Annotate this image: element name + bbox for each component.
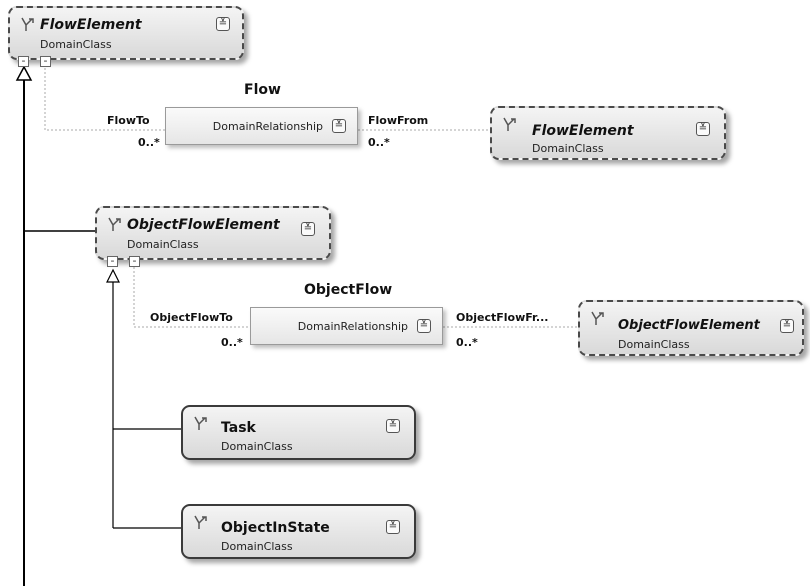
flow-relationship[interactable]: DomainRelationship ≚ — [165, 107, 358, 145]
object-flow-element-target-class[interactable]: ObjectFlowElement DomainClass ≚ — [578, 300, 804, 356]
domain-class-icon — [194, 515, 207, 529]
object-flow-relationship[interactable]: DomainRelationship ≚ — [250, 307, 443, 345]
domain-class-icon — [21, 17, 34, 31]
domain-class-icon — [194, 416, 207, 430]
target-role-label: ObjectFlowFr... — [456, 311, 549, 324]
target-role-label: FlowFrom — [368, 114, 429, 127]
source-role-label: FlowTo — [107, 114, 150, 127]
target-multiplicity: 0..* — [368, 136, 390, 149]
class-kind: DomainClass — [40, 38, 112, 51]
collapse-minus-icon[interactable]: - — [107, 255, 118, 267]
relationship-kind: DomainRelationship — [212, 120, 323, 133]
domain-class-icon — [503, 117, 516, 131]
domain-class-icon — [591, 311, 604, 325]
collapse-minus-icon[interactable]: - — [129, 255, 140, 267]
class-kind: DomainClass — [221, 440, 293, 453]
chevron-expand-icon[interactable]: ≚ — [386, 520, 400, 534]
target-multiplicity: 0..* — [456, 336, 478, 349]
object-flow-element-class[interactable]: ObjectFlowElement DomainClass ≚ — [95, 206, 331, 260]
class-name: ObjectFlowElement — [618, 318, 760, 333]
chevron-expand-icon[interactable]: ≚ — [696, 122, 710, 136]
object-in-state-class[interactable]: ObjectInState DomainClass ≚ — [181, 504, 416, 559]
domain-class-icon — [108, 217, 121, 231]
chevron-expand-icon[interactable]: ≚ — [386, 419, 400, 433]
class-name: ObjectFlowElement — [127, 217, 280, 233]
class-kind: DomainClass — [532, 142, 604, 155]
collapse-minus-icon[interactable]: - — [18, 55, 29, 67]
chevron-expand-icon[interactable]: ≚ — [780, 319, 794, 333]
class-name: ObjectInState — [221, 520, 330, 536]
class-kind: DomainClass — [221, 540, 293, 553]
source-multiplicity: 0..* — [221, 336, 243, 349]
class-name: Task — [221, 420, 256, 436]
source-multiplicity: 0..* — [138, 136, 160, 149]
class-kind: DomainClass — [127, 238, 199, 251]
relationship-name: ObjectFlow — [304, 282, 393, 298]
chevron-expand-icon[interactable]: ≚ — [216, 17, 230, 31]
collapse-minus-icon[interactable]: - — [40, 55, 51, 67]
flow-element-target-class[interactable]: FlowElement DomainClass ≚ — [490, 106, 726, 160]
class-name: FlowElement — [532, 123, 634, 139]
relationship-name: Flow — [244, 82, 281, 98]
chevron-expand-icon[interactable]: ≚ — [332, 119, 346, 133]
source-role-label: ObjectFlowTo — [150, 311, 233, 324]
chevron-expand-icon[interactable]: ≚ — [301, 222, 315, 236]
class-kind: DomainClass — [618, 338, 690, 351]
flow-element-root-class[interactable]: FlowElement DomainClass ≚ — [8, 6, 244, 60]
task-class[interactable]: Task DomainClass ≚ — [181, 405, 416, 460]
relationship-kind: DomainRelationship — [297, 320, 408, 333]
chevron-expand-icon[interactable]: ≚ — [417, 319, 431, 333]
class-name: FlowElement — [40, 17, 142, 33]
